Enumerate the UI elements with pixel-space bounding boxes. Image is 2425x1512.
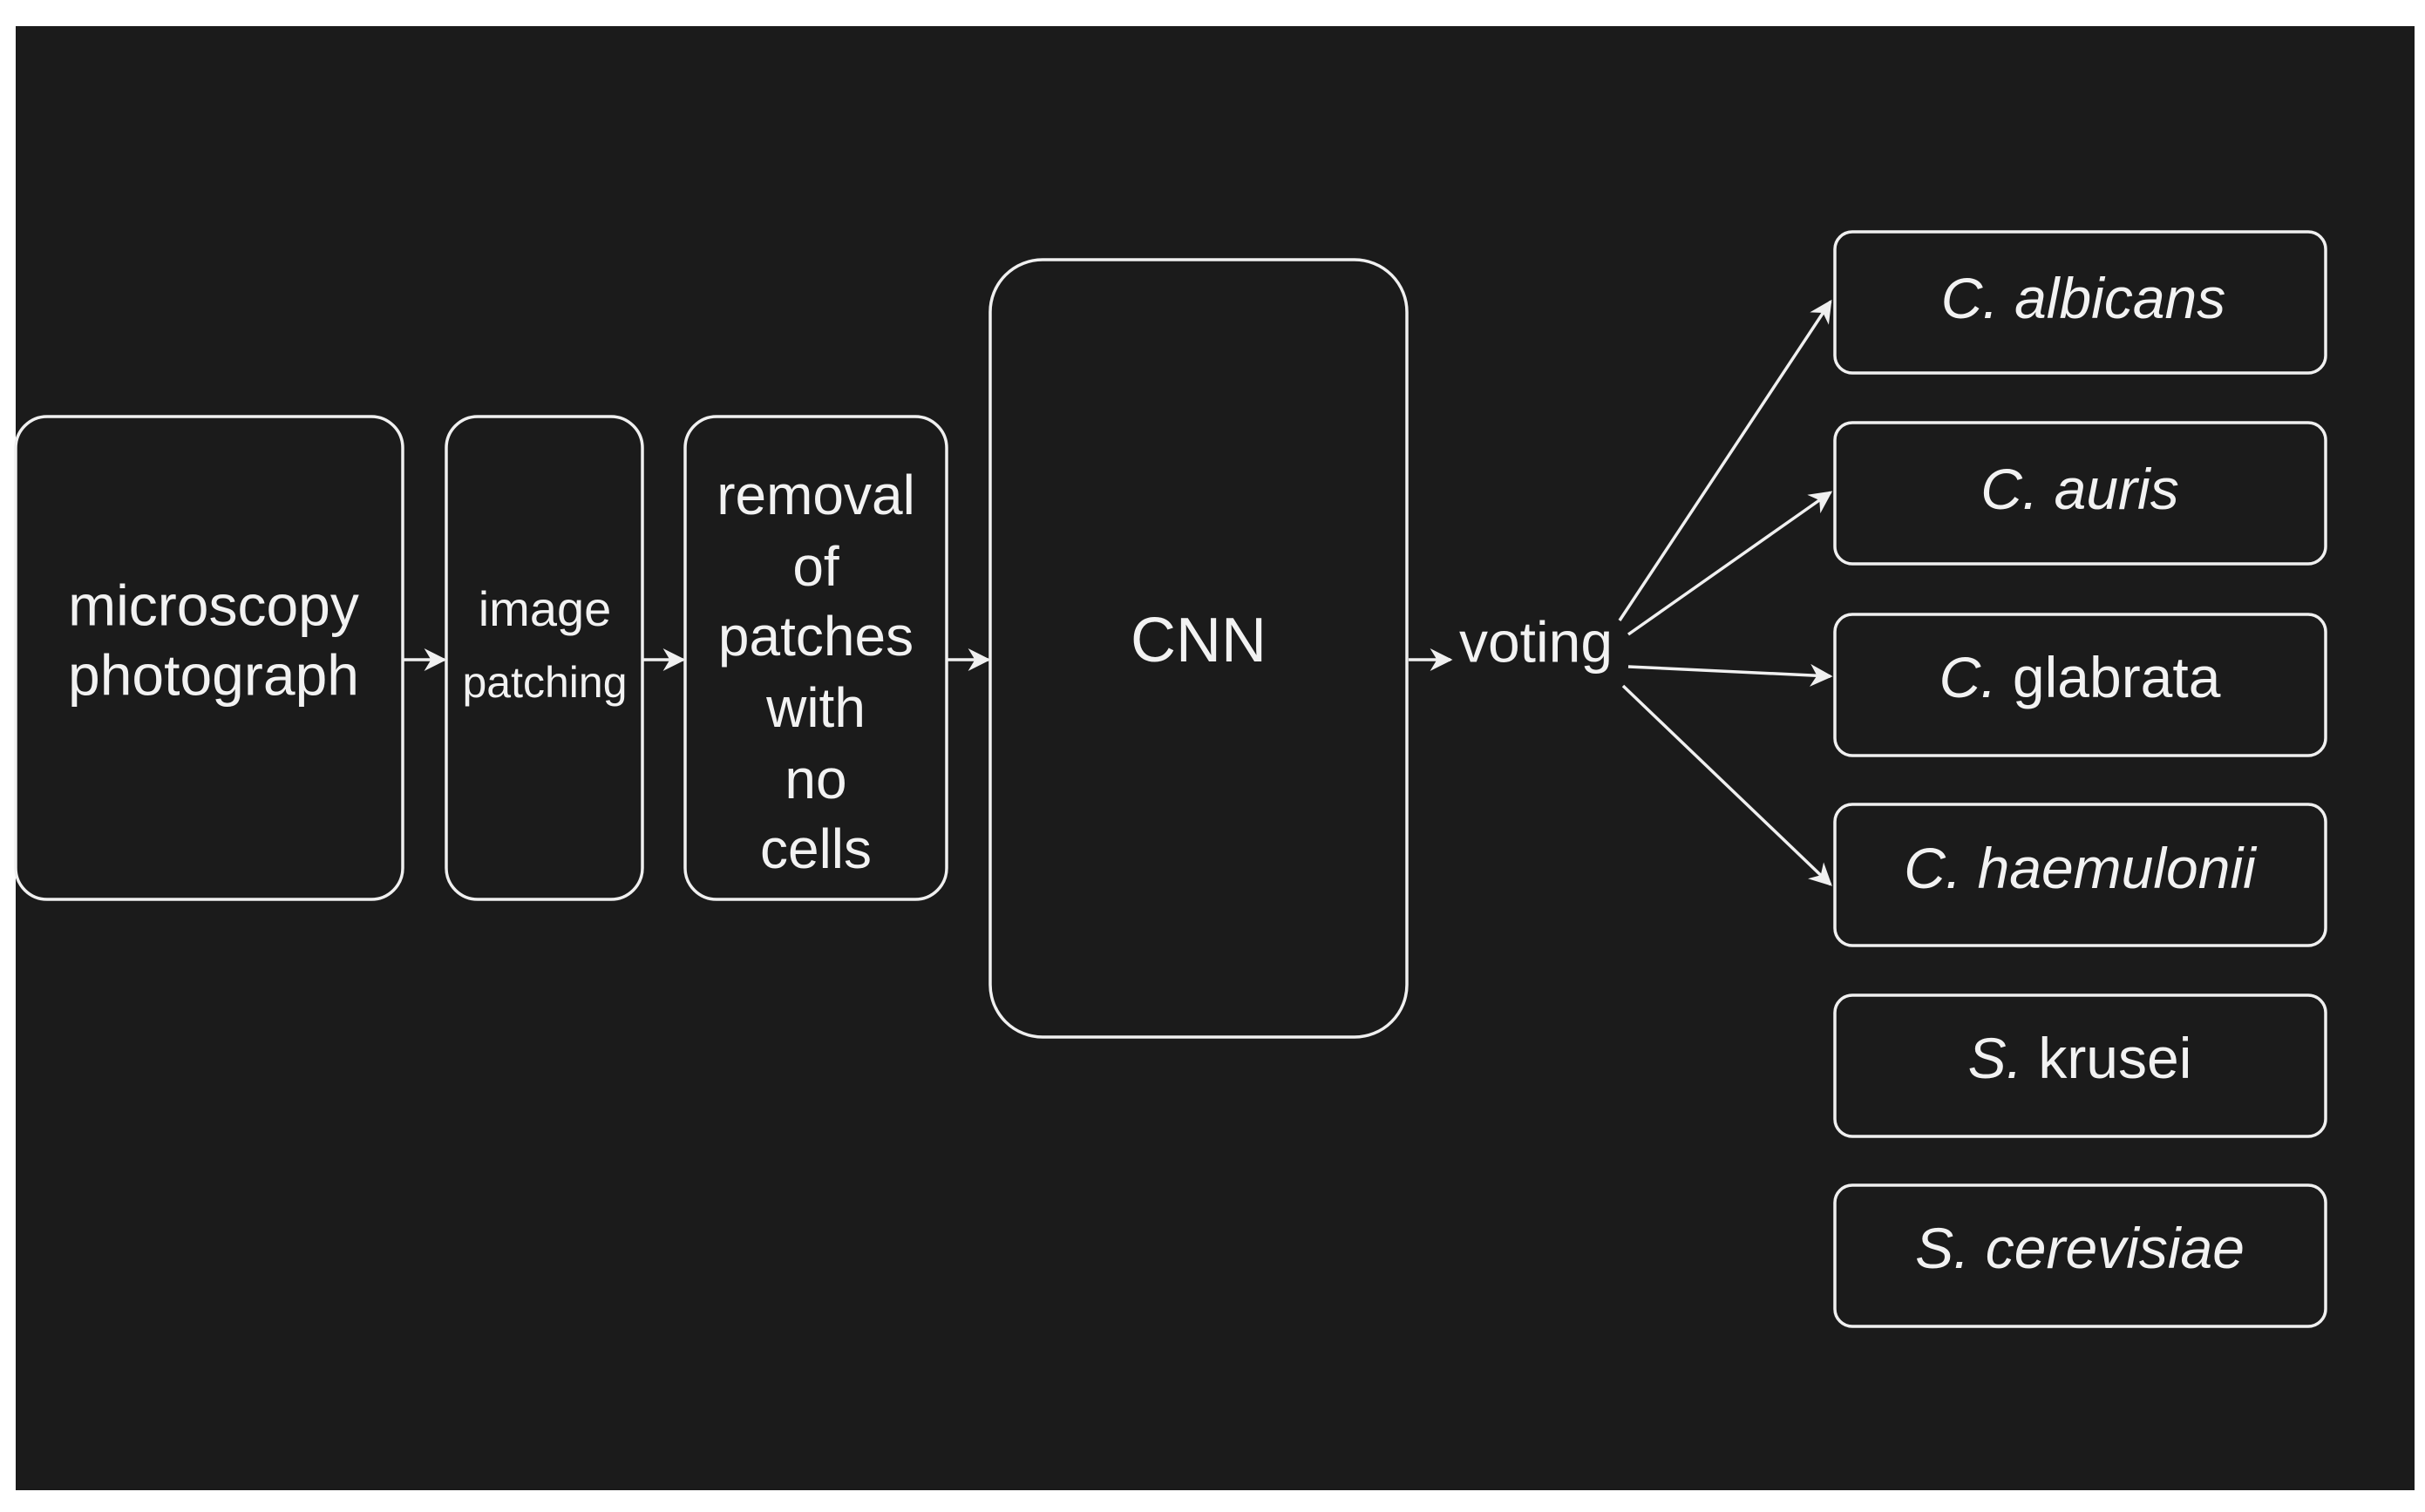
node-removal-of-patches: removal of patches with no cells (683, 415, 948, 901)
removal-label-line-6: cells (760, 817, 872, 880)
class-glabrata-label: C. glabrata (1939, 645, 2221, 709)
class-krusei: S. krusei (1833, 993, 2327, 1138)
removal-label-line-4: with (765, 676, 866, 739)
class-haemulonii: C. haemulonii (1833, 803, 2327, 947)
class-albicans-label: C. albicans (1941, 266, 2226, 330)
class-krusei-label: S. krusei (1968, 1026, 2192, 1090)
arrow-voting-to-auris (1627, 491, 1833, 636)
node-image-patching: image patching (445, 415, 644, 901)
removal-label-line-2: of (792, 535, 839, 598)
cnn-label: CNN (1131, 606, 1267, 675)
class-cerevisiae: S. cerevisiae (1833, 1183, 2327, 1328)
class-albicans: C. albicans (1833, 230, 2327, 375)
diagram-background (16, 26, 2415, 1490)
voting-label: voting (1459, 609, 1613, 674)
microscopy-label-line-2: photograph (68, 642, 359, 707)
class-glabrata: C. glabrata (1833, 613, 2327, 757)
class-auris: C. auris (1833, 421, 2327, 566)
removal-label-line-5: no (785, 748, 846, 810)
image-patching-label-line-1: image (479, 581, 612, 636)
class-cerevisiae-label: S. cerevisiae (1915, 1216, 2245, 1280)
microscopy-label-line-1: microscopy (68, 573, 359, 637)
node-microscopy-photograph: microscopy photograph (14, 415, 404, 901)
removal-label-line-1: removal (717, 464, 915, 526)
arrow-voting-to-glabrata (1627, 663, 1833, 687)
class-haemulonii-label: C. haemulonii (1904, 836, 2258, 900)
arrow-voting-to-albicans (1618, 299, 1832, 621)
image-patching-label-line-2: patching (462, 658, 627, 707)
arrow-voting-to-haemulonii (1621, 684, 1832, 886)
class-auris-label: C. auris (1980, 457, 2178, 521)
removal-label-line-3: patches (718, 605, 914, 668)
